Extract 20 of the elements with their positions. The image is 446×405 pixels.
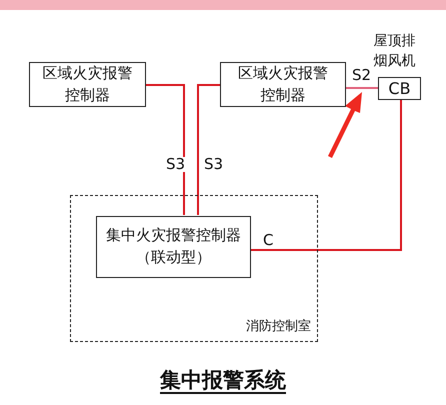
edge-label: S3	[165, 157, 186, 172]
room-label: 消防控制室	[246, 318, 311, 336]
control-room-boundary	[70, 195, 318, 342]
edge-label: S3	[203, 157, 224, 172]
edge-label: S2	[351, 68, 372, 83]
controller-box	[220, 62, 346, 107]
box-label: 集中火灾报警控制器（联动型）	[105, 225, 242, 268]
edge-label: C	[262, 233, 274, 248]
box-label: CB	[388, 78, 411, 100]
box-label: 区域火灾报警控制器	[42, 62, 134, 106]
connector-line	[197, 84, 220, 215]
connector-line	[346, 87, 378, 89]
connector-line	[250, 100, 402, 251]
diagram-title: 集中报警系统	[160, 368, 286, 392]
device-caption: 屋顶排烟风机	[372, 32, 416, 72]
connector-line	[146, 84, 185, 215]
fan-box	[378, 77, 421, 100]
controller-box	[29, 62, 146, 107]
controller-box	[96, 216, 251, 278]
box-label: 区域火灾报警控制器	[237, 62, 329, 106]
